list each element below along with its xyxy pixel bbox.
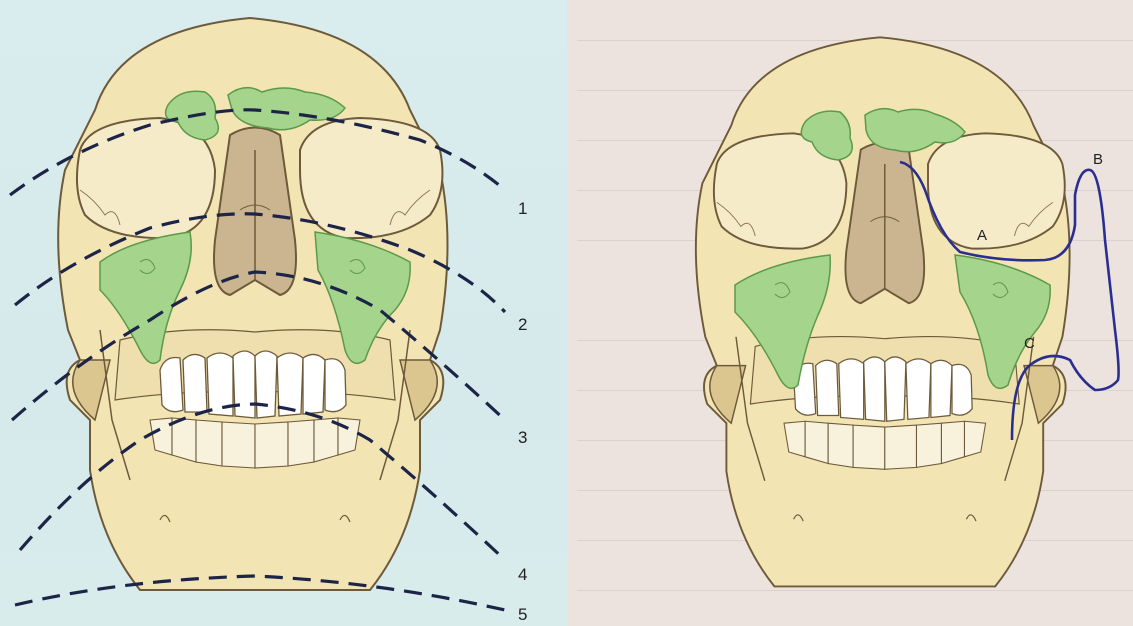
line-label-3: 3 [518, 428, 527, 447]
region-label-a: A [977, 227, 987, 244]
line-label-4: 4 [518, 565, 527, 584]
line-label-1: 1 [518, 199, 527, 218]
region-label-b: B [1093, 151, 1103, 168]
line-label-5: 5 [518, 605, 527, 624]
region-label-c: C [1024, 335, 1035, 352]
line-label-2: 2 [518, 315, 527, 334]
